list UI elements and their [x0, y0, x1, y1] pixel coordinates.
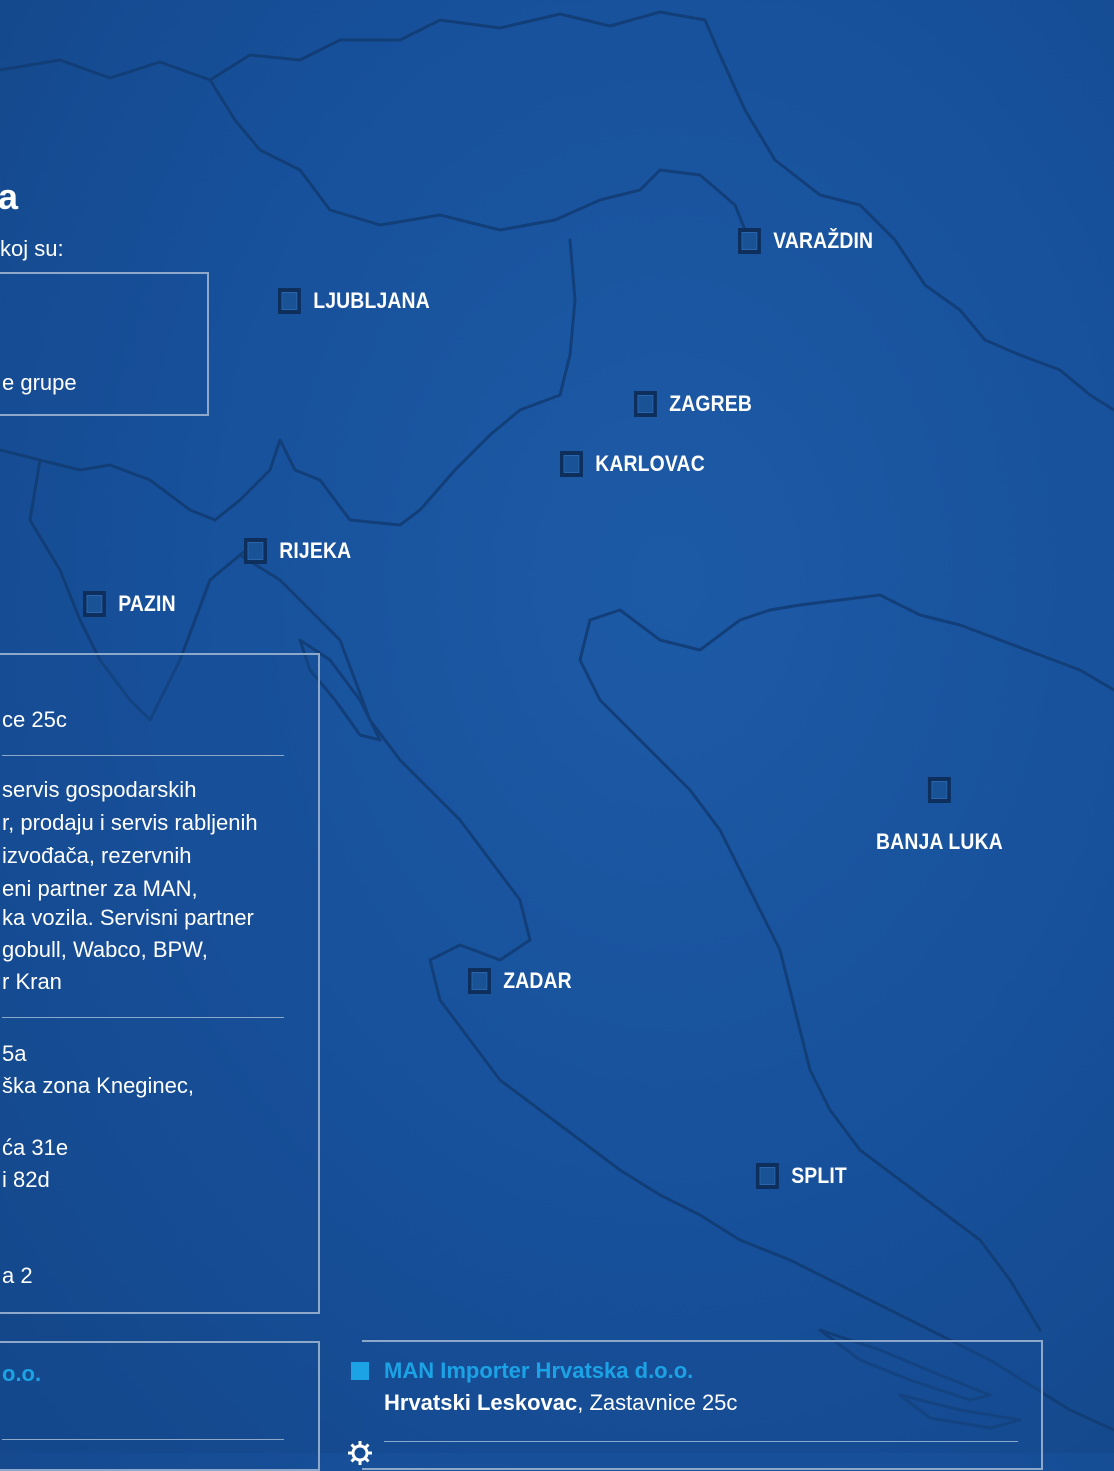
- company-address: Hrvatski Leskovac, Zastavnice 25c: [384, 1390, 737, 1416]
- city-zadar[interactable]: ZADAR: [468, 968, 572, 994]
- city-label: ZAGREB: [669, 391, 753, 416]
- island-2: [818, 1328, 992, 1402]
- divider: [384, 1441, 1018, 1442]
- city-marker-icon: [560, 451, 583, 477]
- city-label: SPLIT: [791, 1163, 847, 1188]
- info-description-line: ka vozila. Servisni partner: [2, 905, 254, 930]
- info-description-line: eni partner za MAN,: [2, 876, 198, 901]
- divider: [2, 755, 284, 756]
- info-location-line: ća 31e: [2, 1135, 69, 1160]
- city-marker-icon: [244, 538, 267, 564]
- info-location-line: ška zona Kneginec,: [2, 1073, 195, 1098]
- info-description-line: gobull, Wabco, BPW,: [2, 937, 208, 962]
- coast: [238, 553, 1114, 1432]
- border-slo-cro-south: [0, 238, 577, 527]
- city-label: ZADAR: [503, 968, 572, 993]
- info-description-line: r Kran: [2, 969, 62, 994]
- border-bih-west: [578, 618, 1042, 1332]
- city-varazdin[interactable]: VARAŽDIN: [738, 228, 873, 254]
- city-pazin[interactable]: PAZIN: [83, 591, 176, 617]
- city-marker-icon: [83, 591, 106, 617]
- island-1: [298, 638, 382, 742]
- city-karlovac[interactable]: KARLOVAC: [560, 451, 705, 477]
- divider: [2, 1439, 284, 1440]
- city-split[interactable]: SPLIT: [756, 1163, 847, 1189]
- city-label: VARAŽDIN: [773, 228, 874, 253]
- company-city: Hrvatski Leskovac: [384, 1390, 578, 1415]
- info-address: ce 25c: [2, 707, 67, 732]
- city-rijeka[interactable]: RIJEKA: [244, 538, 351, 564]
- border-bih: [588, 593, 1114, 692]
- border-north: [0, 10, 1114, 412]
- gear-icon: [348, 1441, 372, 1465]
- city-ljubljana[interactable]: LJUBLJANA: [278, 288, 430, 314]
- info-description-line: r, prodaju i servis rabljenih: [2, 810, 258, 835]
- city-label: LJUBLJANA: [313, 288, 430, 313]
- info-description-line: izvođača, rezervnih: [2, 843, 192, 868]
- bottom-left-panel: o.o.: [0, 1341, 320, 1471]
- city-marker-icon: [756, 1163, 779, 1189]
- border-slo-cro: [208, 78, 747, 232]
- company-name: MAN Importer Hrvatska d.o.o.: [384, 1358, 694, 1383]
- city-marker-icon: [278, 288, 301, 314]
- bullet-square-icon: [351, 1362, 369, 1380]
- city-label: BANJA LUKA: [876, 829, 1003, 854]
- info-panel: ce 25c servis gospodarskih r, prodaju i …: [0, 653, 320, 1314]
- info-location-line: i 82d: [2, 1167, 50, 1192]
- bottom-left-title: o.o.: [2, 1361, 42, 1386]
- city-label: KARLOVAC: [595, 451, 705, 476]
- divider: [2, 1017, 284, 1018]
- company-street: , Zastavnice 25c: [577, 1390, 738, 1415]
- city-zagreb[interactable]: ZAGREB: [634, 391, 752, 417]
- city-banja-luka[interactable]: BANJA LUKA: [876, 777, 1003, 855]
- city-marker-icon: [928, 777, 951, 803]
- info-description-line: servis gospodarskih: [2, 777, 197, 802]
- city-marker-icon: [634, 391, 657, 417]
- intro-box-line: e grupe: [2, 370, 77, 395]
- info-location-line: a 2: [2, 1263, 33, 1288]
- island-3: [898, 1393, 1022, 1430]
- info-location-line: 5a: [2, 1041, 27, 1066]
- city-marker-icon: [468, 968, 491, 994]
- intro-box: e grupe: [0, 272, 209, 416]
- istria: [28, 458, 262, 722]
- city-marker-icon: [738, 228, 761, 254]
- city-label: PAZIN: [118, 591, 176, 616]
- city-label: RIJEKA: [279, 538, 352, 563]
- intro-subtitle: koj su:: [0, 236, 64, 261]
- intro-title: a: [0, 176, 19, 217]
